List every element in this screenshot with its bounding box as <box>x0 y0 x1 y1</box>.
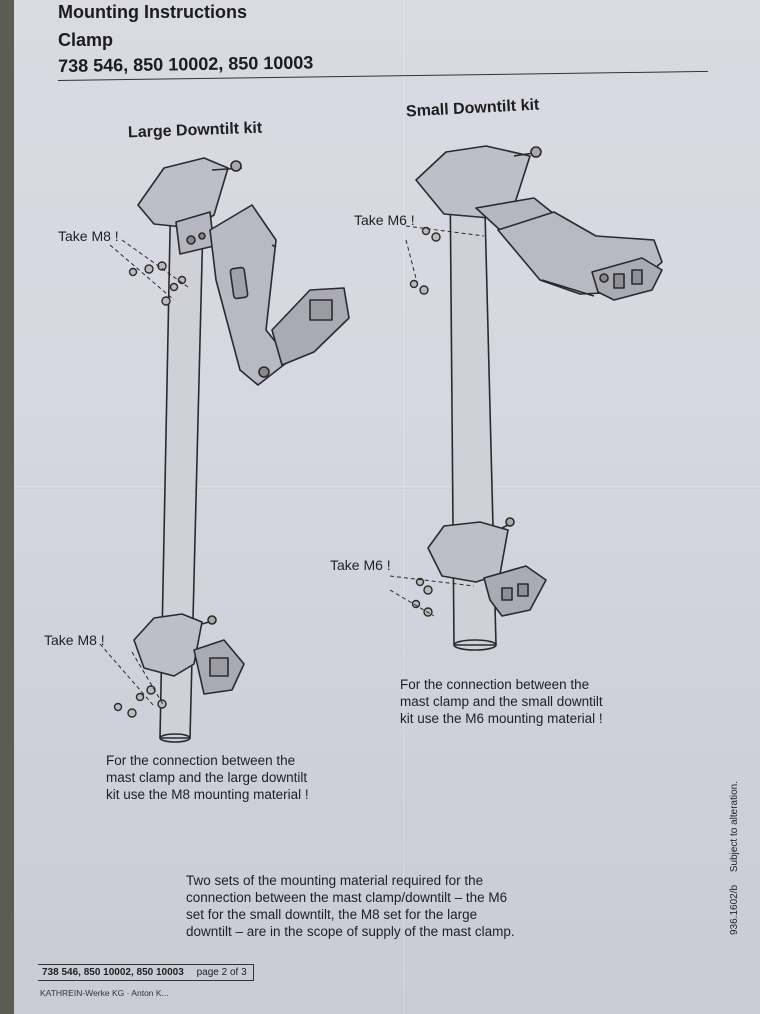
supply-note-line: connection between the mast clamp/downti… <box>186 890 508 905</box>
small-kit-callout-top: Take M6 ! <box>354 212 415 228</box>
alteration-note: Subject to alteration. <box>729 780 740 873</box>
small-kit-lower-clamp <box>427 521 509 583</box>
footer-page: page 2 of 3 <box>196 967 247 978</box>
paper-fold-horizontal <box>14 486 760 489</box>
large-kit-callout-top: Take M8 ! <box>58 228 119 244</box>
large-kit-callout-bottom: Take M8 ! <box>44 632 105 648</box>
large-kit-note-line: mast clamp and the large downtilt <box>106 770 308 785</box>
supply-note-line: downtilt – are in the scope of supply of… <box>186 924 515 939</box>
footer-box: 738 546, 850 10002, 850 10003 page 2 of … <box>38 964 254 981</box>
large-kit-note-line: kit use the M8 mounting material ! <box>106 787 309 802</box>
supply-note: Two sets of the mounting material requir… <box>186 872 515 940</box>
small-kit-note: For the connection between the mast clam… <box>400 676 603 727</box>
paper-fold-vertical <box>402 0 404 1014</box>
document-title: Mounting Instructions <box>58 2 247 22</box>
large-kit-note-line: For the connection between the <box>106 753 296 768</box>
small-kit-note-line: mast clamp and the small downtilt <box>400 694 603 709</box>
footer-part-numbers: 738 546, 850 10002, 850 10003 <box>42 967 184 978</box>
supply-note-line: set for the small downtilt, the M8 set f… <box>186 907 478 922</box>
small-kit-note-line: For the connection between the <box>400 677 590 692</box>
large-kit-note: For the connection between the mast clam… <box>106 752 309 803</box>
large-downtilt-kit-diagram <box>99 157 350 743</box>
large-kit-lower-clamp <box>133 613 203 677</box>
footer-company: KATHREIN-Werke KG · Anton K... <box>40 988 169 998</box>
small-kit-note-line: kit use the M6 mounting material ! <box>400 711 603 726</box>
mounting-diagrams <box>99 145 663 743</box>
supply-note-line: Two sets of the mounting material requir… <box>186 873 484 888</box>
large-kit-downtilt-arm <box>209 204 291 386</box>
small-kit-upper-clamp <box>415 145 531 219</box>
document-subtitle: Clamp <box>58 30 114 50</box>
large-kit-upper-clamp <box>137 157 229 229</box>
side-text: 936.1602/b Subject to alteration. <box>729 771 740 935</box>
small-kit-callout-bottom: Take M6 ! <box>330 557 391 573</box>
part-numbers: 738 546, 850 10002, 850 10003 <box>58 52 314 76</box>
doc-number: 936.1602/b <box>729 884 740 935</box>
small-downtilt-kit-diagram <box>389 145 663 651</box>
instruction-sheet: Mounting Instructions Clamp 738 546, 850… <box>14 0 760 1014</box>
